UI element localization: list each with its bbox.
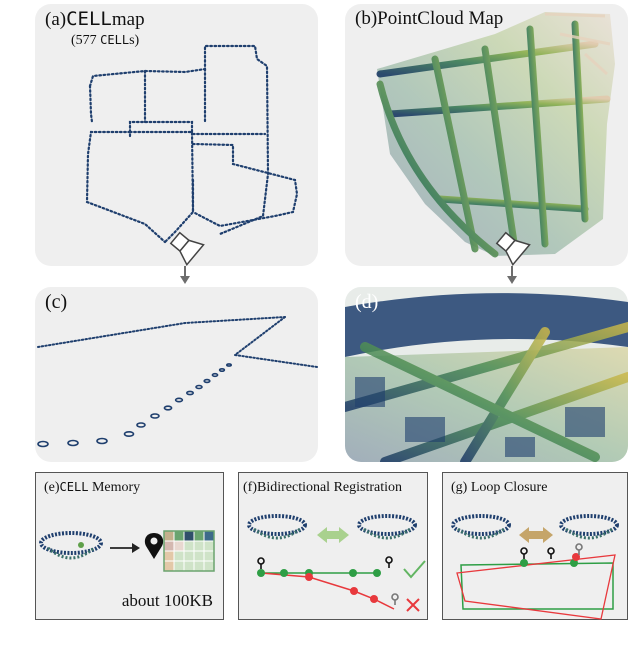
cross-icon	[406, 598, 420, 612]
scan-ring-graphic	[357, 514, 417, 540]
panel-c-title: (c)	[45, 291, 68, 313]
panel-d-title: (d)	[355, 291, 379, 313]
camera-icon	[168, 230, 205, 267]
panel-b-pointcloud-map: (b)PointCloud Map	[345, 4, 628, 266]
memory-graphic	[39, 530, 215, 572]
panel-a-title: (a)CELLmap	[45, 8, 145, 30]
panel-a-cellmap: (a)CELLmap (577 CELLs)	[35, 4, 318, 266]
map-pin-icon	[547, 547, 555, 559]
map-pin-icon	[385, 556, 393, 568]
cellmap-route-graphic	[85, 44, 299, 244]
double-arrow-icon	[317, 527, 349, 543]
scan-ring-graphic	[451, 514, 511, 540]
scan-ring-graphic	[559, 514, 619, 540]
camera-icon	[494, 230, 531, 267]
checkmark-icon	[403, 560, 426, 579]
loop-closure-graphic	[451, 514, 619, 620]
panel-a-subtitle: (577 CELLs)	[71, 33, 140, 48]
panel-c-cell-view: (c)	[35, 287, 318, 462]
map-pin-icon	[575, 543, 583, 555]
scan-ring-graphic	[39, 531, 103, 560]
panel-d-pointcloud-view: (d)	[345, 287, 628, 462]
panel-b-title: (b)PointCloud Map	[355, 8, 504, 29]
map-pin-icon	[144, 533, 164, 559]
panel-g-loop-closure: (g) Loop Closure	[442, 472, 628, 620]
map-pin-icon	[520, 547, 528, 559]
double-arrow-icon	[519, 527, 553, 543]
panel-f-title: (f)Bidirectional Registration	[243, 480, 403, 495]
panel-e-cell-memory: (e)CELL Memory about 100KB	[35, 472, 224, 620]
panel-g-title: (g) Loop Closure	[451, 480, 548, 495]
memory-size-label: about 100KB	[121, 591, 213, 610]
down-arrow-b-to-d	[505, 266, 519, 286]
map-pin-icon	[391, 593, 399, 605]
cell-perspective-graphic	[37, 316, 318, 448]
pointcloud-perspective-graphic	[345, 293, 628, 462]
down-arrow-a-to-c	[178, 266, 192, 286]
map-pin-icon	[257, 557, 265, 569]
pointcloud-map-graphic	[376, 12, 615, 258]
registration-graphic	[247, 514, 426, 612]
scan-ring-graphic	[247, 514, 307, 540]
panel-e-title: (e)CELL Memory	[44, 480, 141, 495]
memory-grid-graphic	[163, 530, 215, 572]
panel-f-bidirectional-registration: (f)Bidirectional Registration	[238, 472, 428, 620]
